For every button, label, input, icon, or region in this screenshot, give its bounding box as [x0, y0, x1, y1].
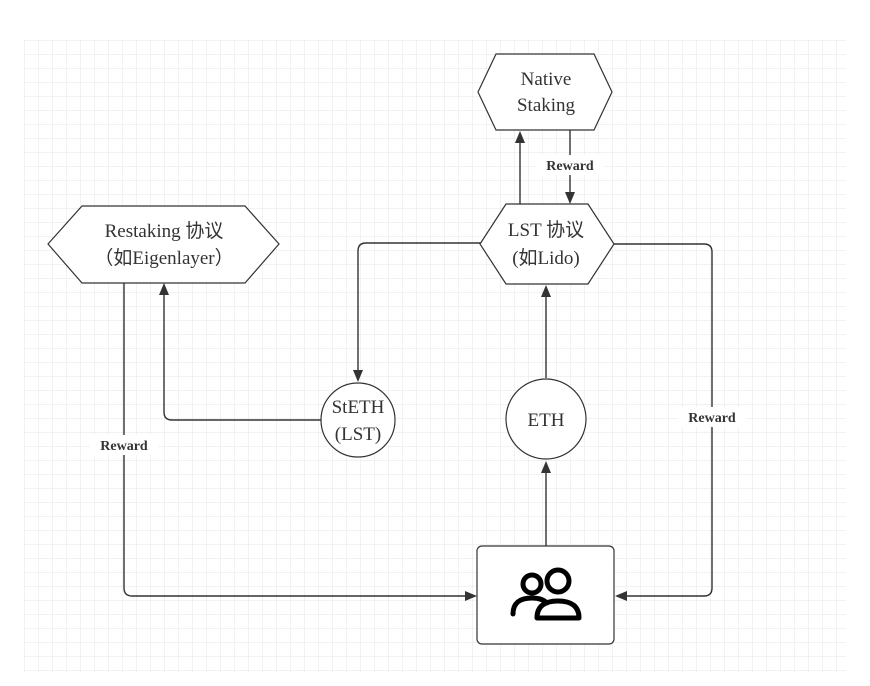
node-lst-protocol[interactable]: LST 协议 (如Lido)	[479, 203, 615, 285]
label-bg	[90, 435, 158, 455]
reward-label-lst: Reward	[688, 411, 736, 426]
hexagon-shape	[477, 53, 613, 131]
edge-labels: Reward Reward Reward	[90, 155, 746, 455]
edge-restaking-to-user-reward[interactable]	[123, 283, 466, 597]
restaking-line-2: （如Eigenlayer）	[94, 247, 233, 269]
arrowhead-left	[615, 591, 627, 601]
users-icon	[510, 567, 582, 621]
lst-line-2: (如Lido)	[512, 247, 580, 269]
edge-lst-to-steth[interactable]	[357, 242, 490, 371]
native-staking-line-1: Native	[521, 69, 572, 90]
native-staking-line-2: Staking	[517, 95, 576, 116]
circle-shape	[320, 382, 396, 458]
user-box	[476, 545, 615, 645]
arrowhead-up	[541, 285, 551, 297]
node-eth[interactable]: ETH	[505, 378, 587, 460]
circle-shape	[505, 378, 587, 460]
reward-label-native: Reward	[546, 159, 594, 174]
lst-line-1: LST 协议	[508, 219, 584, 241]
hexagon-shape	[47, 205, 280, 284]
edges	[123, 130, 713, 601]
reward-label-restaking: Reward	[100, 439, 148, 454]
restaking-line-1: Restaking 协议	[105, 220, 224, 242]
grid-background	[24, 40, 846, 672]
hexagon-shape	[479, 203, 615, 285]
steth-line-1: StETH	[332, 397, 385, 418]
edge-steth-to-restaking[interactable]	[163, 294, 322, 421]
arrowhead-up	[541, 461, 551, 473]
arrowhead-up	[515, 131, 525, 143]
node-native-staking[interactable]: Native Staking	[477, 53, 613, 131]
label-bg	[536, 155, 604, 175]
arrowhead-right	[465, 591, 477, 601]
steth-line-2: (LST)	[335, 424, 381, 445]
arrowhead-down	[353, 370, 363, 382]
eth-label: ETH	[528, 410, 565, 431]
arrowhead-up	[159, 283, 169, 295]
node-user[interactable]	[476, 545, 615, 645]
node-steth[interactable]: StETH (LST)	[320, 382, 396, 458]
arrowhead-down	[565, 192, 575, 204]
label-bg	[678, 407, 746, 427]
node-restaking-protocol[interactable]: Restaking 协议 （如Eigenlayer）	[47, 205, 280, 284]
